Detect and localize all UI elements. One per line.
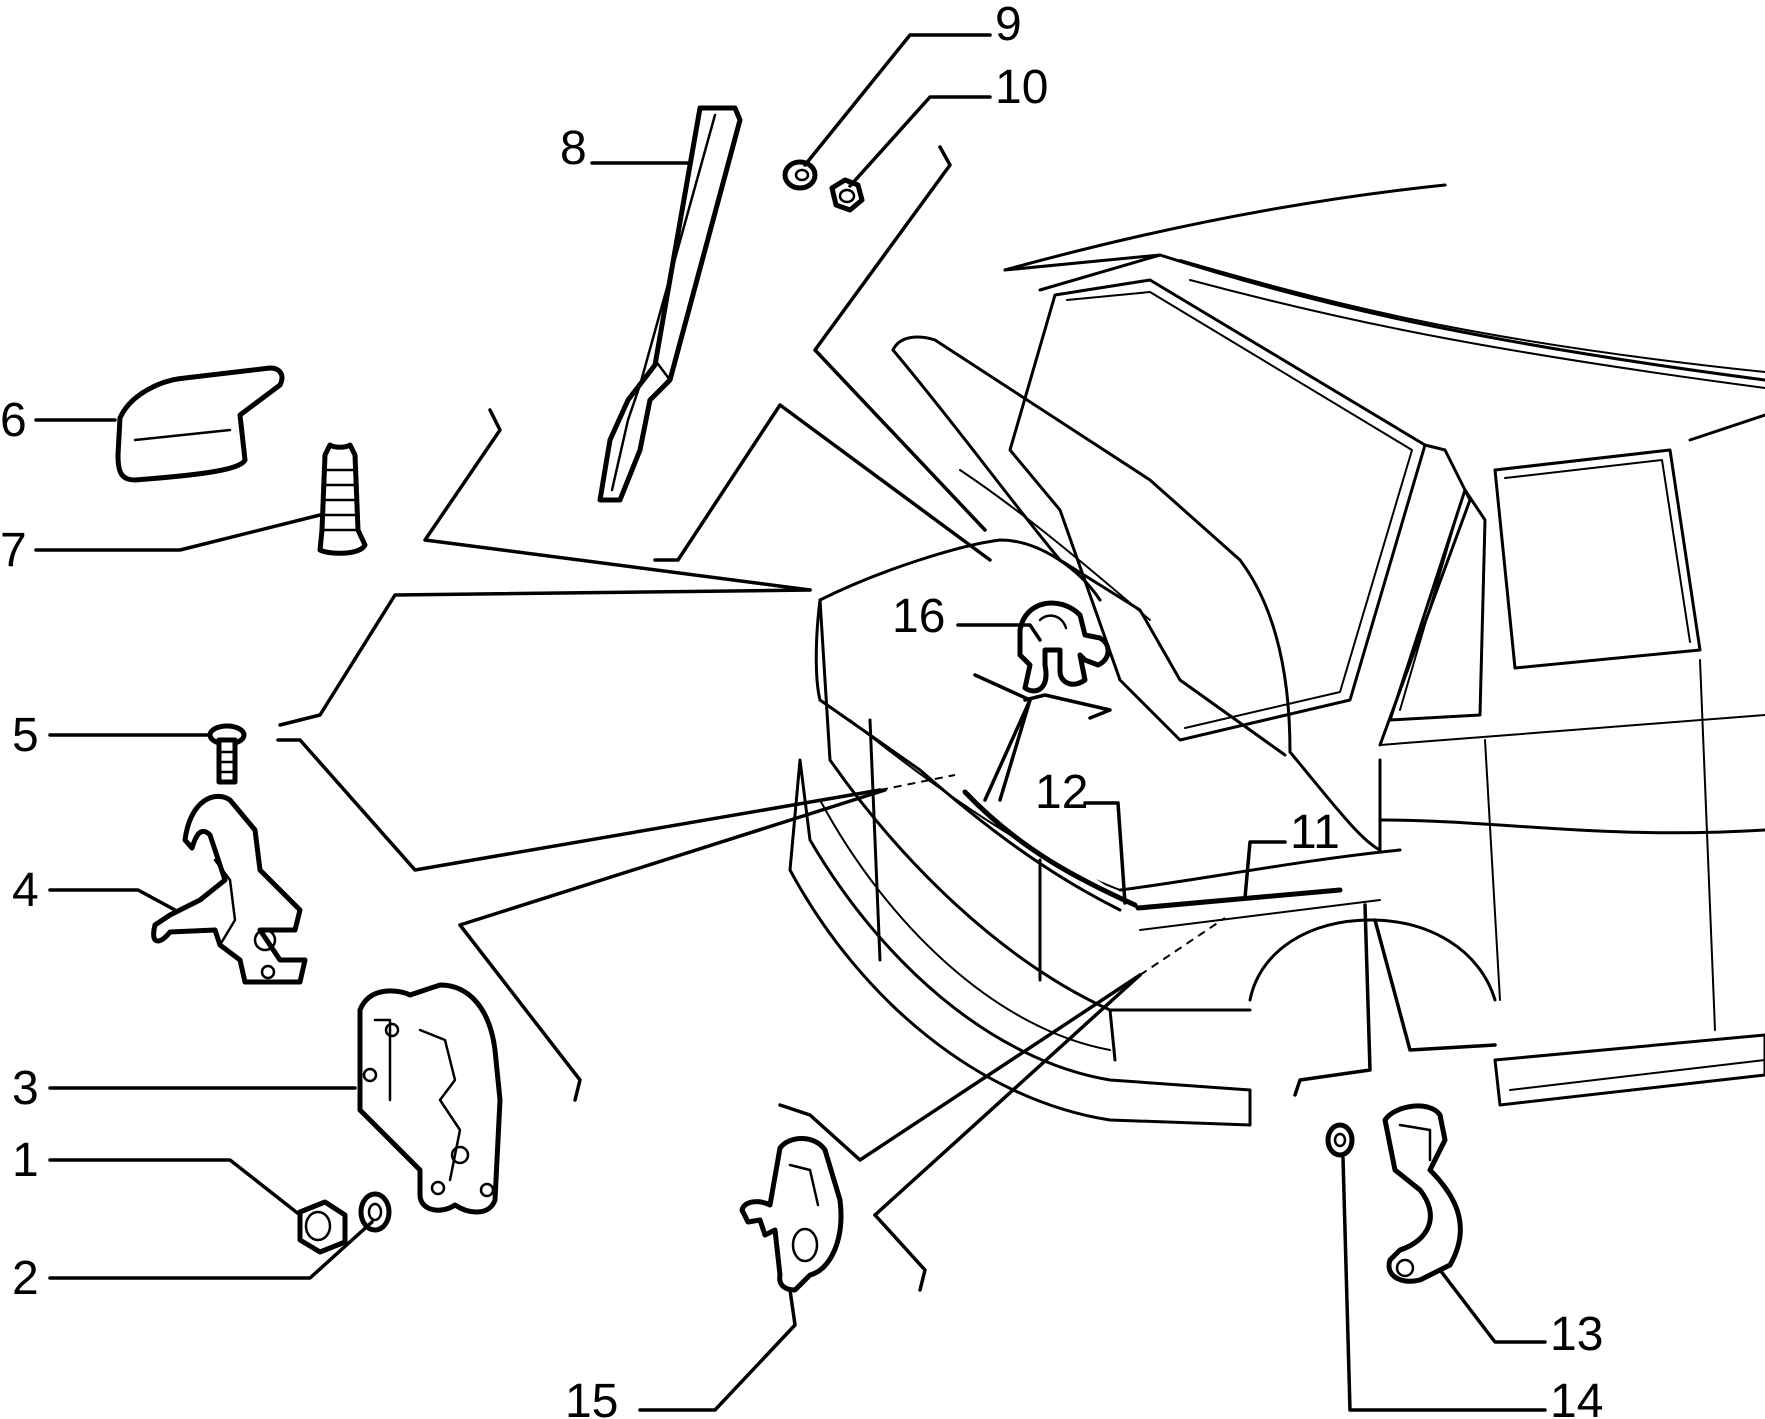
callout-leaders: [34, 33, 1547, 1412]
callout-3: 3: [12, 1062, 39, 1115]
callout-8: 8: [560, 122, 587, 175]
part-9-washer: [782, 159, 818, 191]
leader-14: [1341, 1156, 1547, 1412]
callout-16: 16: [892, 590, 945, 643]
leader-4: [48, 888, 177, 912]
callout-1: 1: [12, 1134, 39, 1187]
callout-10: 10: [995, 61, 1048, 114]
callout-labels: 1 2 3 4 5 6 7 8 9 10 11 12 13 14 15 16: [0, 0, 1603, 1419]
leader-1: [48, 1158, 302, 1217]
vehicle-body: [788, 183, 1765, 1127]
callout-6: 6: [0, 394, 27, 447]
callout-14: 14: [1550, 1375, 1603, 1419]
leader-9: [803, 33, 992, 167]
part-15-prop-rod-holder: [739, 1136, 844, 1293]
callout-5: 5: [12, 709, 39, 762]
leader-7: [34, 513, 322, 552]
callout-7: 7: [0, 524, 27, 577]
leader-10: [848, 95, 992, 188]
callout-4: 4: [12, 864, 39, 917]
part-4-latch-bracket: [151, 793, 308, 985]
leader-15: [638, 1288, 797, 1412]
leader-16: [956, 623, 1042, 642]
part-14-washer: [1325, 1122, 1355, 1158]
callout-15: 15: [565, 1375, 618, 1419]
part-10-nut: [829, 177, 865, 213]
leader-2: [48, 1220, 374, 1280]
part-16-clip: [1017, 600, 1111, 694]
part-5-bolt: [207, 723, 247, 785]
part-6-pad: [115, 365, 285, 483]
part-3-hood-latch: [357, 982, 503, 1215]
leader-11: [1243, 840, 1287, 900]
part-7-rubber-stop: [317, 442, 368, 556]
part-1-nut: [297, 1199, 348, 1255]
part-13-prop-rod-clip: [1382, 1103, 1463, 1284]
leader-13: [1438, 1268, 1547, 1344]
callout-12: 12: [1035, 766, 1088, 819]
leader-12: [1083, 801, 1127, 905]
part-2-washer: [358, 1191, 392, 1233]
assembly-brackets: [276, 145, 1497, 1292]
callout-2: 2: [12, 1252, 39, 1305]
callout-13: 13: [1550, 1308, 1603, 1361]
callout-9: 9: [995, 0, 1022, 51]
callout-11: 11: [1290, 806, 1340, 859]
part-8-seal-strip: [597, 105, 743, 503]
